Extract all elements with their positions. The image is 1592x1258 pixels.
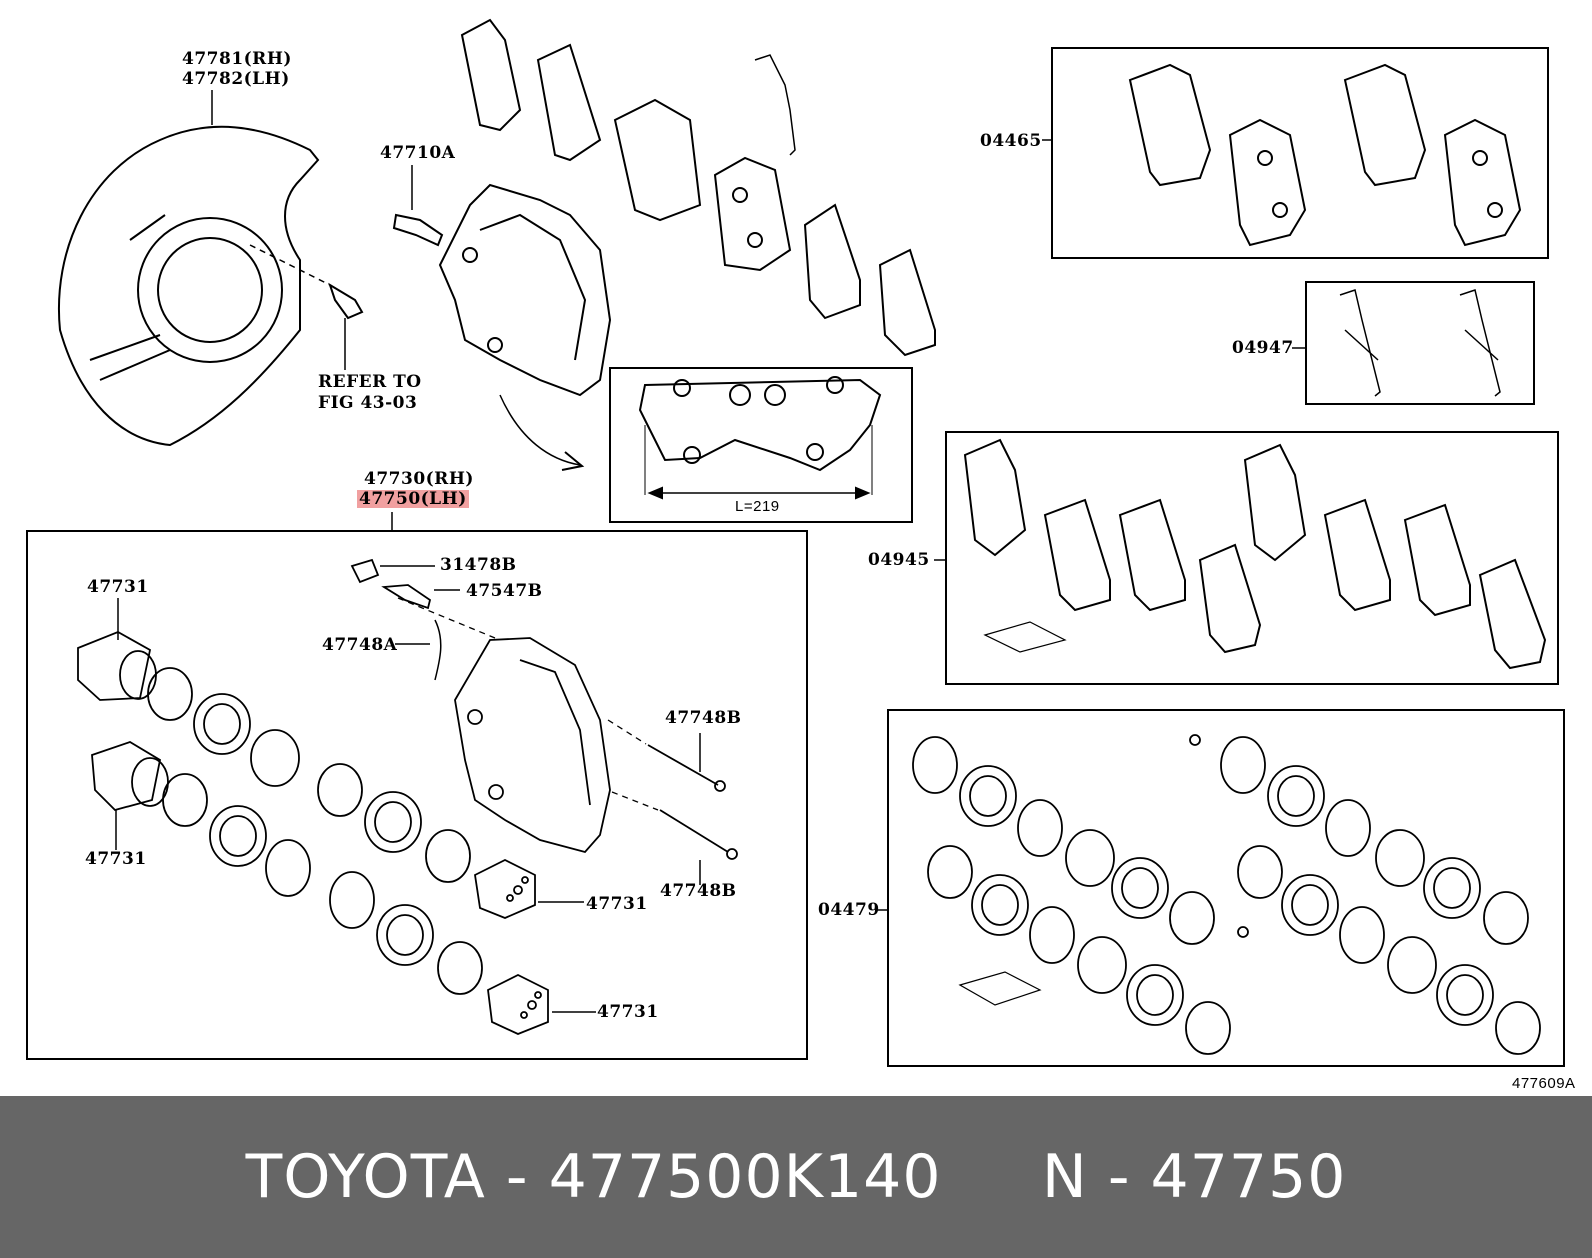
label-piston-right-upper: 47731 <box>586 894 648 914</box>
label-caliper-rh: 47730(RH) <box>364 469 474 489</box>
kit-04479-box <box>887 709 1565 1067</box>
kit-04947-box <box>1305 281 1535 405</box>
caliper-assembly-box <box>26 530 808 1060</box>
label-shield-lh: 47782(LH) <box>182 69 290 89</box>
kit-04465-box <box>1051 47 1549 259</box>
caliper-assembly-drawing <box>77 558 738 1035</box>
label-dimension: L=219 <box>735 498 780 515</box>
label-pin-top: 47748B <box>665 708 742 728</box>
label-cap-31478b: 31478B <box>440 555 517 575</box>
upper-pads-drawing <box>460 18 936 357</box>
label-shield-rh: 47781(RH) <box>182 49 292 69</box>
kit-04479-drawing <box>876 734 1541 1055</box>
label-pin-bottom: 47748B <box>660 881 737 901</box>
label-piston-top-left: 47731 <box>87 577 149 597</box>
label-bolt-47710a: 47710A <box>380 143 456 163</box>
footer-part-number: TOYOTA - 477500K140 N - 47750 <box>245 1142 1347 1212</box>
label-kit-04479: 04479 <box>818 900 880 920</box>
label-spring-47748a: 47748A <box>322 635 398 655</box>
upper-caliper-drawing <box>438 183 612 471</box>
kit-04465-drawing <box>1042 63 1522 247</box>
label-refer-fig: FIG 43-03 <box>318 393 418 413</box>
label-piston-right-lower: 47731 <box>597 1002 659 1022</box>
bolt-47710a-drawing <box>392 165 444 247</box>
diagram-drawing <box>26 18 1565 1067</box>
dust-shield-drawing <box>58 90 364 447</box>
caliper-detail-box <box>609 367 913 523</box>
kit-04947-drawing <box>1292 289 1501 397</box>
label-bleeder-47547b: 47547B <box>466 581 543 601</box>
label-kit-04945: 04945 <box>868 550 930 570</box>
caliper-detail-drawing <box>638 376 882 500</box>
label-kit-04947: 04947 <box>1232 338 1294 358</box>
parts-diagram: 47781(RH) 47782(LH) 47710A REFER TO FIG … <box>26 18 1576 1092</box>
label-caliper-lh-highlighted: 47750(LH) <box>357 489 469 509</box>
kit-04945-drawing <box>934 438 1547 670</box>
label-refer-to: REFER TO <box>318 372 422 392</box>
footer-bar: TOYOTA - 477500K140 N - 47750 <box>0 1096 1592 1258</box>
kit-04945-box <box>945 431 1559 685</box>
label-figure-id: 477609A <box>1512 1075 1576 1092</box>
label-kit-04465: 04465 <box>980 131 1042 151</box>
label-piston-bottom-left: 47731 <box>85 849 147 869</box>
